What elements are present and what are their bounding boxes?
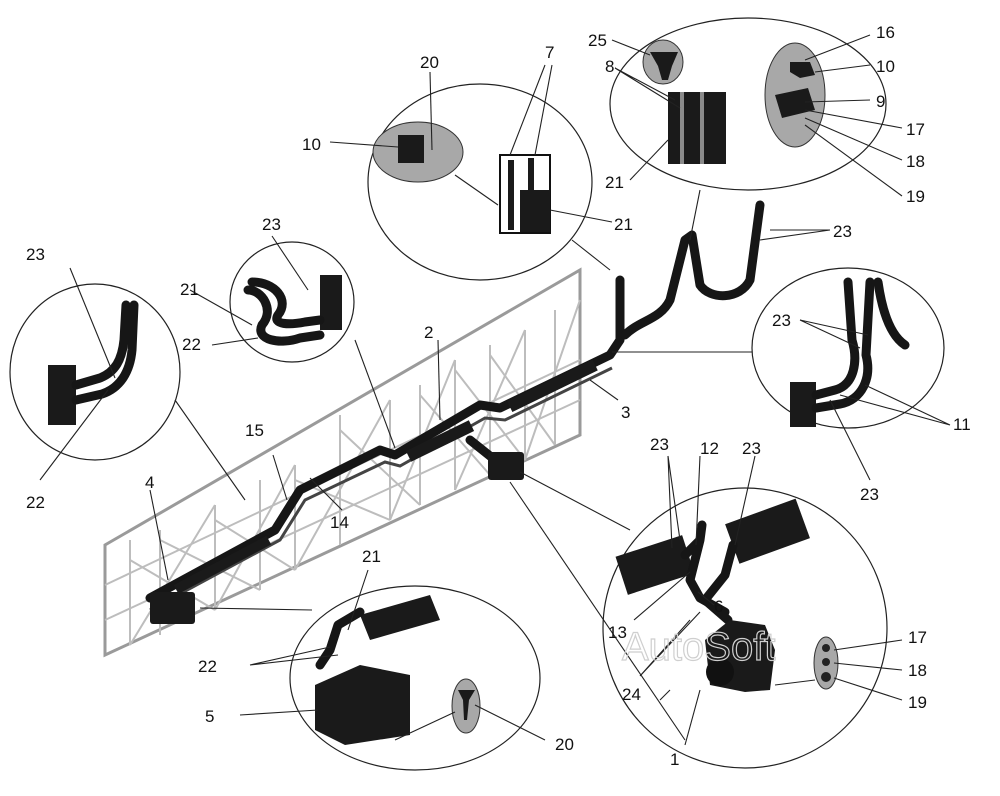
callout-17-bottom: 17 xyxy=(908,628,927,647)
callout-14: 14 xyxy=(330,513,349,532)
callout-23-lower-right-a: 23 xyxy=(650,435,669,454)
callout-4: 4 xyxy=(145,473,154,492)
callout-21-top-right: 21 xyxy=(605,173,624,192)
detail-circle-top-center xyxy=(367,83,593,281)
callout-19-top: 19 xyxy=(906,187,925,206)
callout-23-center: 23 xyxy=(262,215,281,234)
callout-18-bottom: 18 xyxy=(908,661,927,680)
main-pipeline xyxy=(145,200,765,624)
callout-16: 16 xyxy=(876,23,895,42)
pipe-connector xyxy=(360,595,440,640)
callout-5: 5 xyxy=(205,707,214,726)
clamp-part-center xyxy=(320,275,342,330)
callout-10-left: 10 xyxy=(302,135,321,154)
leader-lines xyxy=(39,34,951,746)
callout-20-top: 20 xyxy=(420,53,439,72)
callout-18-top: 18 xyxy=(906,152,925,171)
callout-7: 7 xyxy=(545,43,554,62)
heater-radiator-right xyxy=(725,498,810,564)
clamp-part-right xyxy=(790,382,816,427)
callout-labels: 1 2 3 4 5 6 7 8 9 10 10 11 12 13 14 15 1… xyxy=(26,23,971,769)
callout-21-left: 21 xyxy=(180,280,199,299)
callout-2: 2 xyxy=(424,323,433,342)
callout-11: 11 xyxy=(953,415,971,434)
callout-15: 15 xyxy=(245,421,264,440)
callout-23-right-upper: 23 xyxy=(772,311,791,330)
callout-10-right: 10 xyxy=(876,57,895,76)
callout-13: 13 xyxy=(608,623,627,642)
callout-23-left: 23 xyxy=(26,245,45,264)
callout-23-lower-right-b: 23 xyxy=(742,439,761,458)
callout-23-top-right: 23 xyxy=(833,222,852,241)
callout-21-bottom: 21 xyxy=(362,547,381,566)
detail-circle-left xyxy=(9,283,181,461)
callout-3: 3 xyxy=(621,403,630,422)
callout-24: 24 xyxy=(622,685,641,704)
bracket-part xyxy=(398,135,424,163)
callout-22-bottom: 22 xyxy=(198,657,217,676)
callout-8: 8 xyxy=(605,57,614,76)
clamp-part-left xyxy=(48,365,76,425)
callout-19-bottom: 19 xyxy=(908,693,927,712)
callout-25: 25 xyxy=(588,31,607,50)
heater-radiator-left xyxy=(615,535,695,595)
connector-block-8-21 xyxy=(668,92,726,164)
callout-12: 12 xyxy=(700,439,719,458)
callout-1: 1 xyxy=(670,750,679,769)
callout-6: 6 xyxy=(714,597,723,616)
callout-21-top-center: 21 xyxy=(614,215,633,234)
connector-lines xyxy=(174,174,816,741)
heater-unit-5 xyxy=(315,665,410,745)
watermark-text: AutoSoft xyxy=(622,625,775,669)
callout-22-left: 22 xyxy=(26,493,45,512)
callout-23-right-lower: 23 xyxy=(860,485,879,504)
callout-17-top: 17 xyxy=(906,120,925,139)
callout-22-center: 22 xyxy=(182,335,201,354)
callout-9: 9 xyxy=(876,92,885,111)
callout-20-bottom: 20 xyxy=(555,735,574,754)
